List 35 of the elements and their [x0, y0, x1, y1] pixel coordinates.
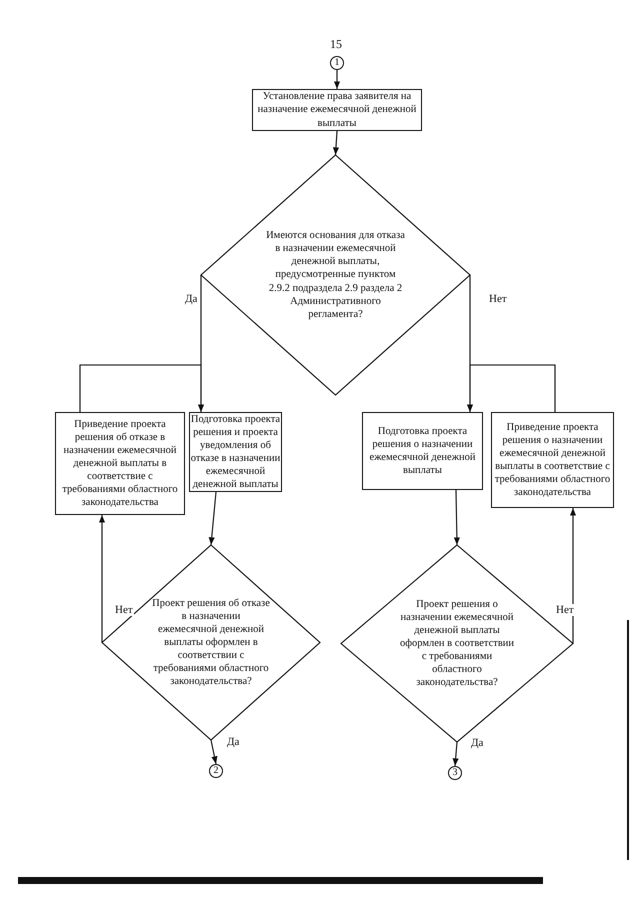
process-box: [362, 412, 483, 490]
process-box: [55, 412, 185, 515]
connector-number: 1: [334, 58, 340, 68]
node-text: Проект решения о назначении ежемесячной денежной выплаты оформлен в соответствии с требованиями областного законодательства?: [398, 598, 516, 690]
edge-label: Нет: [488, 293, 508, 306]
connector-number: 3: [452, 768, 458, 778]
decision-diamond: [201, 155, 470, 395]
edge-label: Нет: [555, 604, 575, 616]
node-text: Подготовка проекта решения о назначении ежемесячной денежной выплаты: [368, 424, 476, 478]
node-text: Проект решения об отказе в назначении ежемесячной денежной выплаты оформлен в соответствии с требованиями областного законодательства?: [151, 596, 271, 688]
node-text: Установление права заявителя на назначение ежемесячной денежной выплаты: [257, 90, 417, 130]
arrow: [452, 742, 459, 766]
connector-number: 2: [214, 766, 218, 776]
node-text: Подготовка проекта решения и проекта уведомления об отказе в назначении ежемесячной денежной выплаты: [190, 412, 280, 492]
arrow: [210, 740, 218, 764]
connector-circle: [448, 766, 462, 780]
node-text: Приведение проекта решения об отказе в назначении ежемесячной денежной выплаты в соответствие с требованиями областного законодательства: [61, 418, 179, 510]
arrow: [332, 130, 340, 156]
arrow: [466, 364, 556, 412]
edge-label: Да: [184, 293, 198, 306]
page-number: 15: [329, 38, 343, 52]
node-text: Имеются основания для отказа в назначении ежемесячной денежной выплаты, предусмотренные пунктом 2.9.2 подраздела 2.9 раздела 2 Административного регламента?: [266, 229, 406, 321]
arrow: [98, 515, 106, 642]
connector-circle: [330, 56, 344, 70]
node-text: Приведение проекта решения о назначении ежемесячной денежной выплаты в соответствие с требованиями областного законодательства: [494, 420, 610, 500]
process-box: [491, 412, 614, 508]
edge-label: Да: [470, 737, 484, 750]
edge-label: Нет: [114, 604, 134, 616]
arrow: [208, 492, 217, 546]
edge-label: Да: [226, 736, 240, 748]
arrow: [570, 508, 576, 644]
arrow: [79, 364, 204, 412]
arrow: [454, 490, 460, 545]
connector-circle: [209, 764, 223, 778]
arrow: [334, 70, 340, 89]
